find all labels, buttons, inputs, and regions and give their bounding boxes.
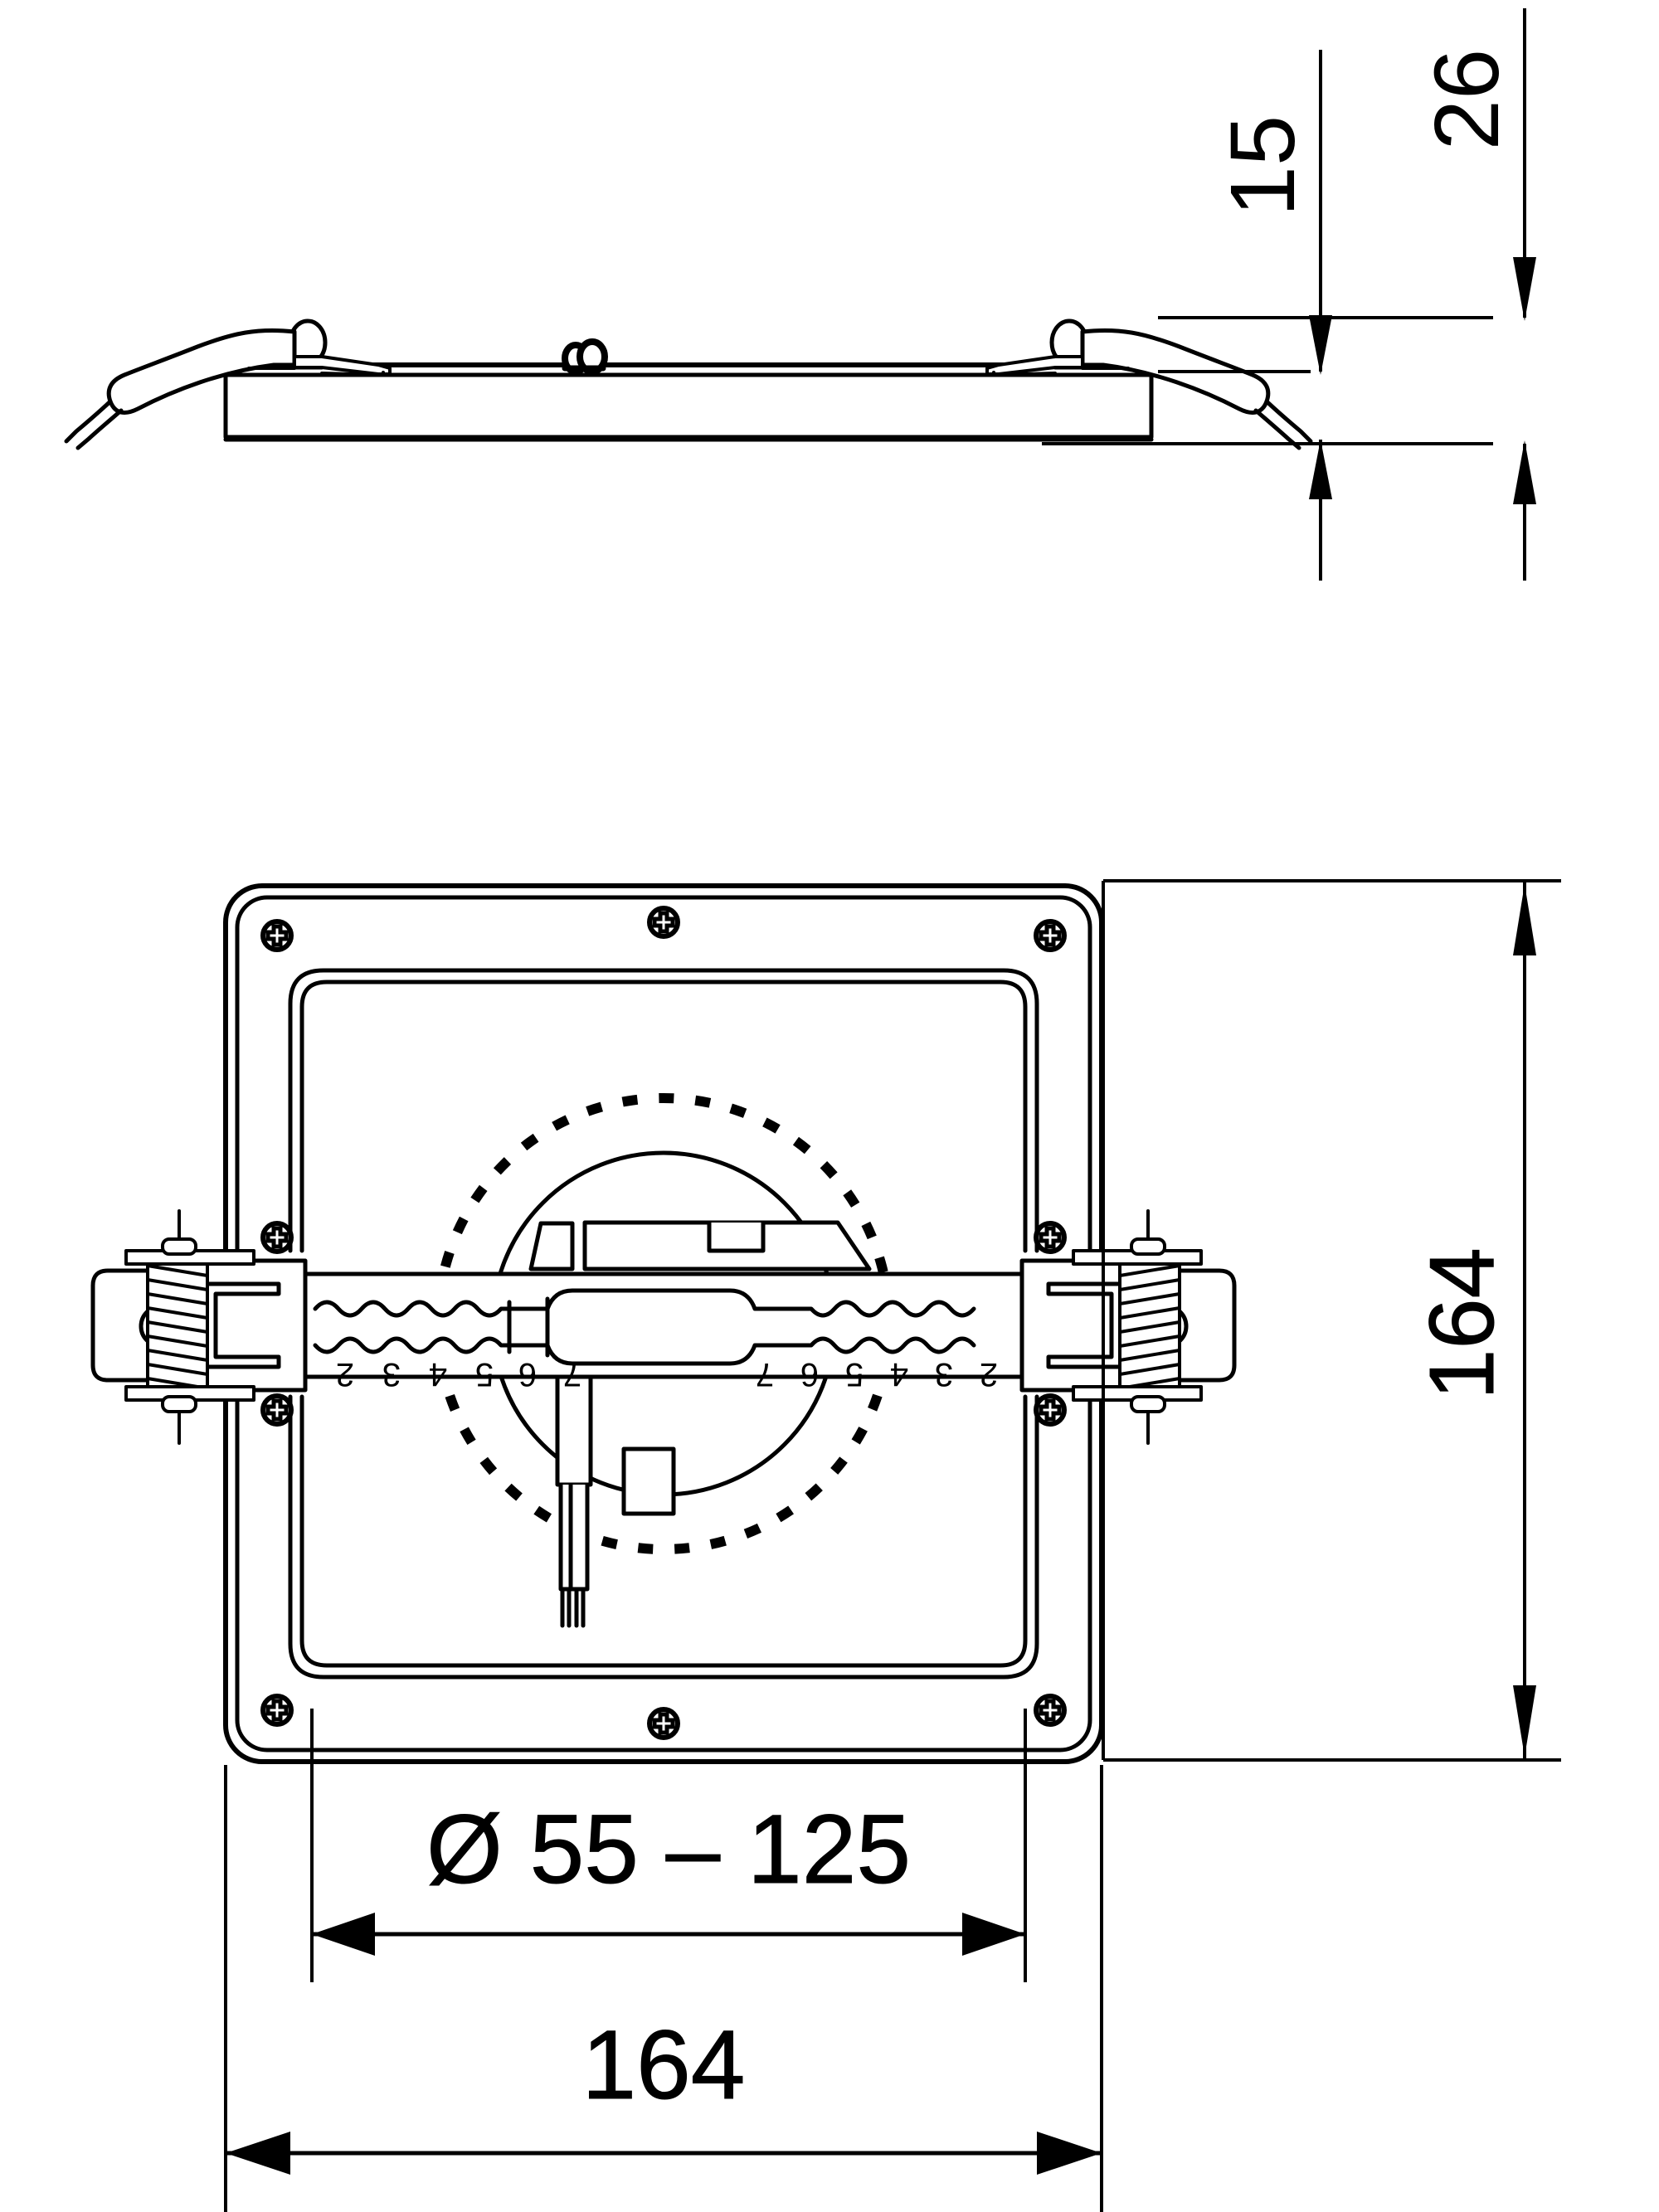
supply-cable [555, 1321, 593, 1628]
plan-view-dimensions: 164 Ø 55 – 125 164 [224, 879, 1561, 2212]
dim-plan-164-vertical [1513, 881, 1536, 1760]
scale-mark-left-5: 7 [563, 1356, 581, 1393]
dim-cutout [312, 1913, 1025, 1956]
dim-plan-164-horizontal-label: 164 [582, 2010, 746, 2120]
side-view-dimensions [1042, 8, 1536, 581]
plan-view: 2 3 4 5 6 7 7 6 5 4 3 2 [90, 883, 1237, 1764]
screw-mid-right-lower [1036, 1396, 1064, 1424]
inner-bracket-frame [288, 968, 1039, 1680]
scale-mark-left-2: 4 [429, 1356, 447, 1393]
scale-mark-right-3: 4 [890, 1356, 908, 1393]
scale-mark-left-1: 3 [382, 1356, 401, 1393]
dim-15-label: 15 [1212, 115, 1314, 216]
spring-clip-right-side [985, 318, 1313, 450]
terminal-block [621, 1446, 676, 1516]
spring-clip-left-side [64, 318, 392, 450]
dim-cutout-label: Ø 55 – 125 [426, 1795, 911, 1904]
scale-mark-right-5: 2 [980, 1356, 998, 1393]
screw-mid-left-upper [263, 1223, 291, 1252]
scale-mark-left-3: 5 [475, 1356, 494, 1393]
dim-26-label-group: 26 [1416, 49, 1518, 150]
screw-top-right [1036, 921, 1064, 950]
screw-top-left [263, 921, 291, 950]
scale-mark-right-0: 7 [756, 1356, 774, 1393]
dim-plan-164-horizontal [226, 2132, 1102, 2175]
cable-exit-side [562, 338, 608, 375]
scale-mark-right-4: 3 [935, 1356, 953, 1393]
dim-plan-164-vertical-label: 164 [1411, 1247, 1513, 1400]
scale-mark-left-4: 6 [518, 1356, 537, 1393]
scale-mark-right-1: 6 [800, 1356, 819, 1393]
dim-15-label-group: 15 [1212, 115, 1314, 216]
screw-bottom-right [1036, 1696, 1064, 1724]
scale-numbers-right: 7 6 5 4 3 2 [756, 1356, 998, 1393]
screw-bottom-center [649, 1709, 678, 1738]
dim-26-label: 26 [1416, 49, 1518, 150]
scale-mark-right-2: 5 [845, 1356, 864, 1393]
scale-mark-left-0: 2 [336, 1356, 354, 1393]
screw-bottom-left [263, 1696, 291, 1724]
screw-mid-right-upper [1036, 1223, 1064, 1252]
side-view [64, 318, 1313, 450]
dim-15 [1309, 50, 1332, 581]
spring-clip-right-plan [1019, 1209, 1237, 1445]
scale-numbers-left: 2 3 4 5 6 7 [336, 1356, 581, 1393]
driver-housing-block [528, 1220, 872, 1271]
spring-clip-left-plan [90, 1209, 308, 1445]
screw-mid-left-lower [263, 1396, 291, 1424]
screw-top-center [649, 908, 678, 936]
adjustment-rail [245, 1271, 1082, 1379]
dim-26 [1513, 8, 1536, 581]
